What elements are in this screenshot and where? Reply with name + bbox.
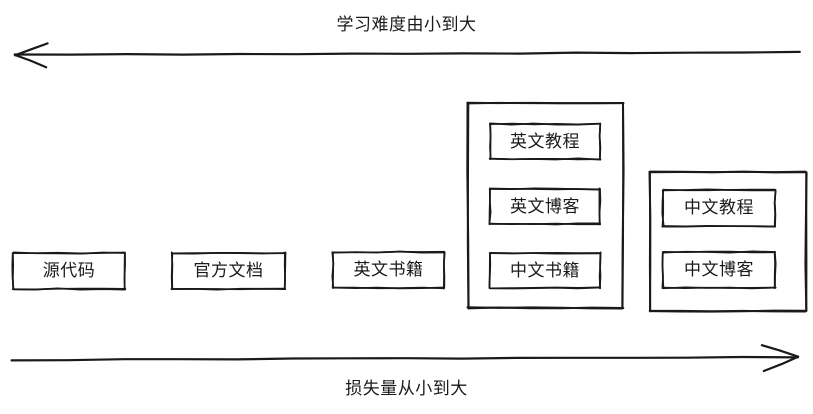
node-english-tutorial[interactable] xyxy=(490,124,600,159)
loss-axis-line xyxy=(10,355,799,362)
english-group-edge-top xyxy=(467,101,624,105)
node-label-english-blog: 英文博客 xyxy=(510,196,580,216)
english-group-edge-right xyxy=(621,101,625,309)
node-source-code[interactable] xyxy=(13,253,125,289)
chinese-group-edge-left xyxy=(648,170,652,312)
node-label-english-books: 英文书籍 xyxy=(353,260,424,279)
chinese-group-edge-right xyxy=(804,171,808,312)
bottom-axis-label: 损失量从小到大 xyxy=(345,379,468,398)
difficulty-axis-arrowhead-upper xyxy=(14,42,49,57)
chinese-group-edge-top xyxy=(649,170,807,174)
node-english-books[interactable] xyxy=(333,252,444,288)
english-group-edge-bottom xyxy=(467,306,625,310)
difficulty-axis-line xyxy=(13,50,801,56)
chinese-group-edge-bottom xyxy=(648,309,807,313)
node-chinese-tutorial[interactable] xyxy=(663,190,775,226)
english-group-edge-bottom xyxy=(466,306,624,310)
node-label-english-tutorial: 英文教程 xyxy=(510,131,580,151)
english-group-edge-top xyxy=(466,101,625,105)
english-group-edge-left xyxy=(466,102,470,310)
node-label-chinese-tutorial: 中文教程 xyxy=(684,198,754,217)
chinese-group-edge-top xyxy=(648,170,808,174)
chinese-group-edge-bottom xyxy=(649,309,808,313)
node-official-docs[interactable] xyxy=(172,253,285,289)
node-english-blog[interactable] xyxy=(490,189,600,224)
chinese-tutorial-edge-bottom xyxy=(661,225,776,228)
node-label-source-code: 源代码 xyxy=(42,261,96,280)
node-chinese-blog[interactable] xyxy=(663,252,775,288)
node-label-chinese-blog: 中文博客 xyxy=(684,260,754,279)
node-chinese-books[interactable] xyxy=(490,253,600,288)
english-group-edge-left xyxy=(466,102,470,310)
node-label-official-docs: 官方文档 xyxy=(193,261,264,280)
english-group-edge-right xyxy=(621,101,625,310)
loss-axis-arrowhead-upper xyxy=(760,344,800,358)
top-axis-label: 学习难度由小到大 xyxy=(336,15,477,34)
node-label-chinese-books: 中文书籍 xyxy=(510,260,580,280)
loss-axis-arrowhead-lower xyxy=(762,355,799,373)
difficulty-axis-arrowhead-lower xyxy=(13,53,48,69)
